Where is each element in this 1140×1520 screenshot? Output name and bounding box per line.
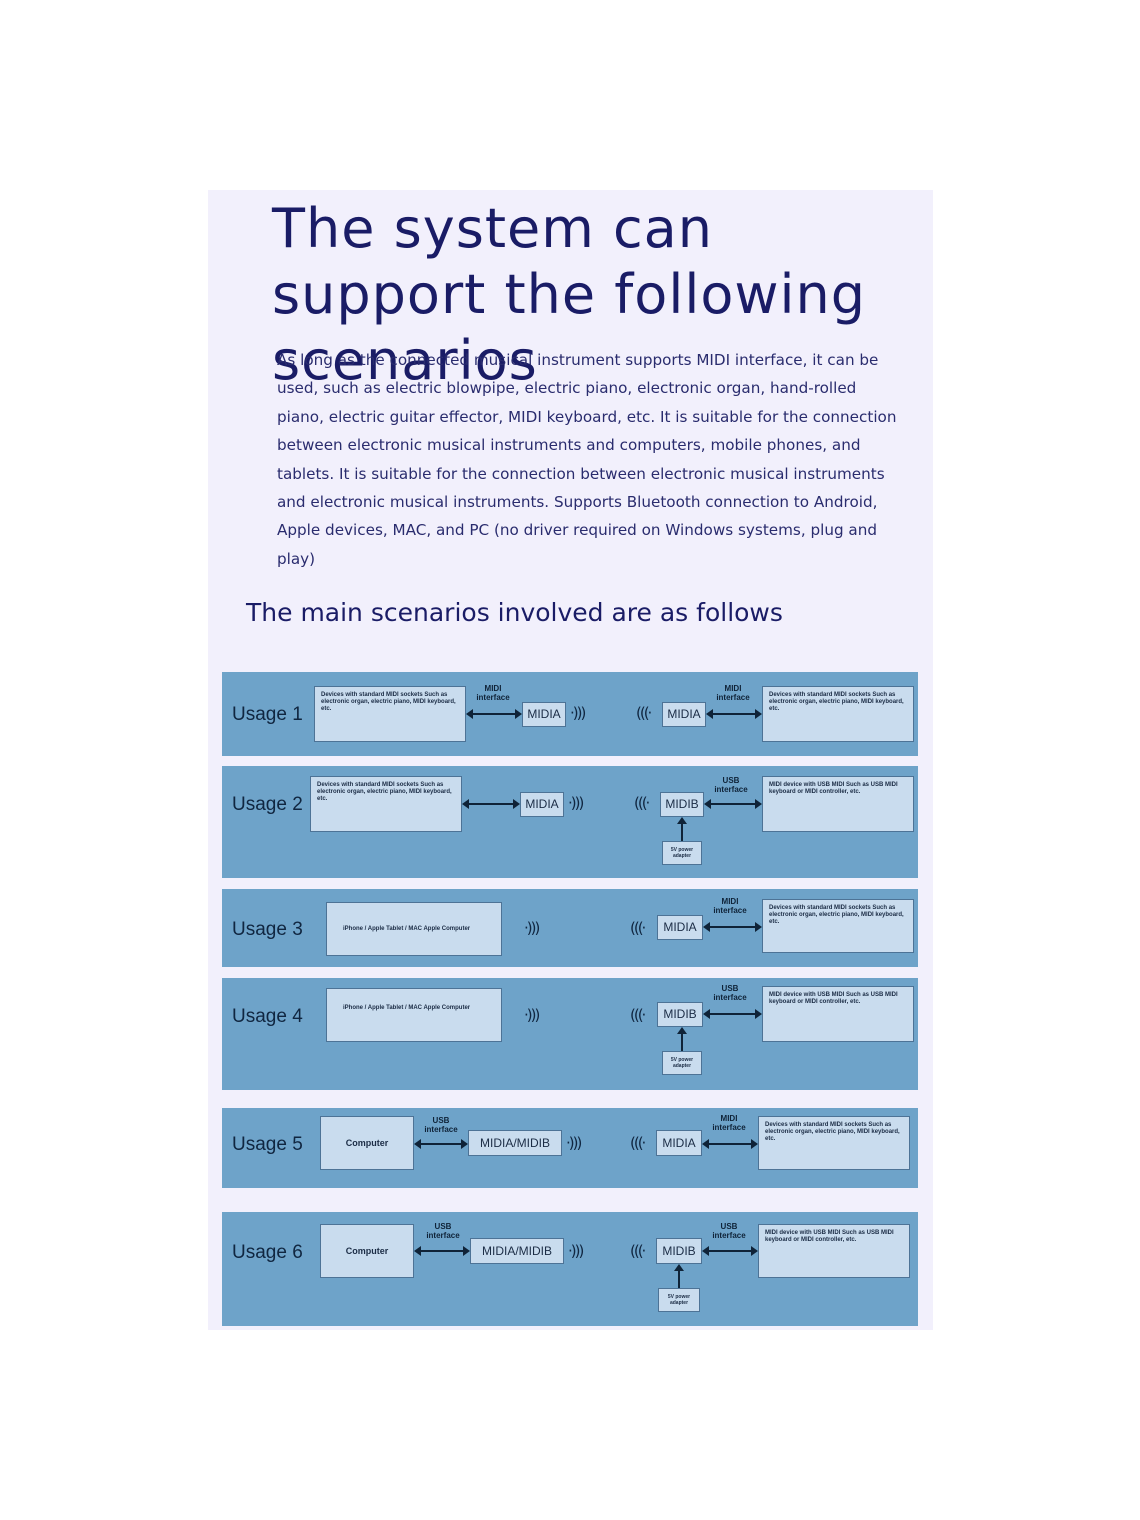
right-bidirectional-arrow <box>703 922 762 932</box>
left-device-box: iPhone / Apple Tablet / MAC Apple Comput… <box>326 988 502 1042</box>
left-bidirectional-arrow <box>414 1246 470 1256</box>
power-adapter-box: 5V power adapter <box>662 1051 702 1075</box>
usage-label: Usage 4 <box>232 1006 303 1027</box>
left-module-box: MIDIA <box>520 792 564 817</box>
bluetooth-wave-right-icon: ·))) <box>568 794 584 812</box>
right-bidirectional-arrow <box>702 1246 758 1256</box>
right-device-box: Devices with standard MIDI sockets Such … <box>762 686 914 742</box>
bluetooth-wave-right-icon: ·))) <box>568 1242 584 1260</box>
right-interface-label: USB interface <box>713 984 747 1002</box>
usage-label: Usage 3 <box>232 919 303 940</box>
right-interface-label: MIDI interface <box>716 684 750 702</box>
bluetooth-wave-left-icon: (((· <box>630 919 646 937</box>
left-device-box: Devices with standard MIDI sockets Such … <box>310 776 462 832</box>
right-bidirectional-arrow <box>702 1139 758 1149</box>
usage-6-band: Usage 6 Computer USB interface MIDIA/MID… <box>222 1212 918 1326</box>
left-bidirectional-arrow <box>462 799 520 809</box>
power-up-arrow <box>677 817 687 841</box>
right-device-box: MIDI device with USB MIDI Such as USB MI… <box>758 1224 910 1278</box>
power-up-arrow <box>677 1027 687 1051</box>
right-interface-label: MIDI interface <box>713 897 747 915</box>
usage-label: Usage 5 <box>232 1134 303 1155</box>
power-up-arrow <box>674 1264 684 1288</box>
right-module-box: MIDIA <box>656 1130 702 1156</box>
bluetooth-wave-left-icon: (((· <box>634 794 650 812</box>
left-device-box: iPhone / Apple Tablet / MAC Apple Comput… <box>326 902 502 956</box>
section-subtitle: The main scenarios involved are as follo… <box>246 598 783 627</box>
left-device-box: Computer <box>320 1224 414 1278</box>
right-interface-label: MIDI interface <box>712 1114 746 1132</box>
right-module-box: MIDIB <box>656 1238 702 1264</box>
bluetooth-wave-right-icon: ·))) <box>570 704 586 722</box>
right-bidirectional-arrow <box>706 709 762 719</box>
left-device-box: Computer <box>320 1116 414 1170</box>
power-adapter-box: 5V power adapter <box>662 841 702 865</box>
left-module-box: MIDIA/MIDIB <box>470 1238 564 1264</box>
bluetooth-wave-left-icon: (((· <box>630 1134 646 1152</box>
bluetooth-wave-right-icon: ·))) <box>524 1006 540 1024</box>
right-module-box: MIDIA <box>657 915 703 940</box>
right-interface-label: USB interface <box>714 776 748 794</box>
right-device-box: Devices with standard MIDI sockets Such … <box>762 899 914 953</box>
intro-paragraph: As long as the connected musical instrum… <box>277 351 897 568</box>
right-bidirectional-arrow <box>704 799 762 809</box>
usage-3-band: Usage 3 iPhone / Apple Tablet / MAC Appl… <box>222 889 918 967</box>
right-bidirectional-arrow <box>703 1009 762 1019</box>
usage-4-band: Usage 4 iPhone / Apple Tablet / MAC Appl… <box>222 978 918 1090</box>
left-interface-label: MIDI interface <box>476 684 510 702</box>
usage-label: Usage 6 <box>232 1242 303 1263</box>
right-interface-label: USB interface <box>712 1222 746 1240</box>
right-module-box: MIDIA <box>662 702 706 727</box>
bluetooth-wave-left-icon: (((· <box>636 704 652 722</box>
left-module-box: MIDIA <box>522 702 566 727</box>
usage-label: Usage 1 <box>232 704 303 725</box>
left-interface-label: USB interface <box>424 1116 458 1134</box>
usage-label: Usage 2 <box>232 794 303 815</box>
bluetooth-wave-right-icon: ·))) <box>566 1134 582 1152</box>
left-bidirectional-arrow <box>466 709 522 719</box>
usage-5-band: Usage 5 Computer USB interface MIDIA/MID… <box>222 1108 918 1188</box>
bluetooth-wave-right-icon: ·))) <box>524 919 540 937</box>
right-device-box: Devices with standard MIDI sockets Such … <box>758 1116 910 1170</box>
usage-2-band: Usage 2 Devices with standard MIDI socke… <box>222 766 918 878</box>
usage-1-band: Usage 1 Devices with standard MIDI socke… <box>222 672 918 756</box>
left-device-box: Devices with standard MIDI sockets Such … <box>314 686 466 742</box>
bluetooth-wave-left-icon: (((· <box>630 1242 646 1260</box>
bluetooth-wave-left-icon: (((· <box>630 1006 646 1024</box>
left-module-box: MIDIA/MIDIB <box>468 1130 562 1156</box>
right-device-box: MIDI device with USB MIDI Such as USB MI… <box>762 776 914 832</box>
left-interface-label: USB interface <box>426 1222 460 1240</box>
power-adapter-box: 5V power adapter <box>658 1288 700 1312</box>
left-bidirectional-arrow <box>414 1139 468 1149</box>
right-module-box: MIDIB <box>657 1002 703 1027</box>
right-device-box: MIDI device with USB MIDI Such as USB MI… <box>762 986 914 1042</box>
right-module-box: MIDIB <box>660 792 704 817</box>
page-title: The system can support the following sce… <box>272 197 867 392</box>
